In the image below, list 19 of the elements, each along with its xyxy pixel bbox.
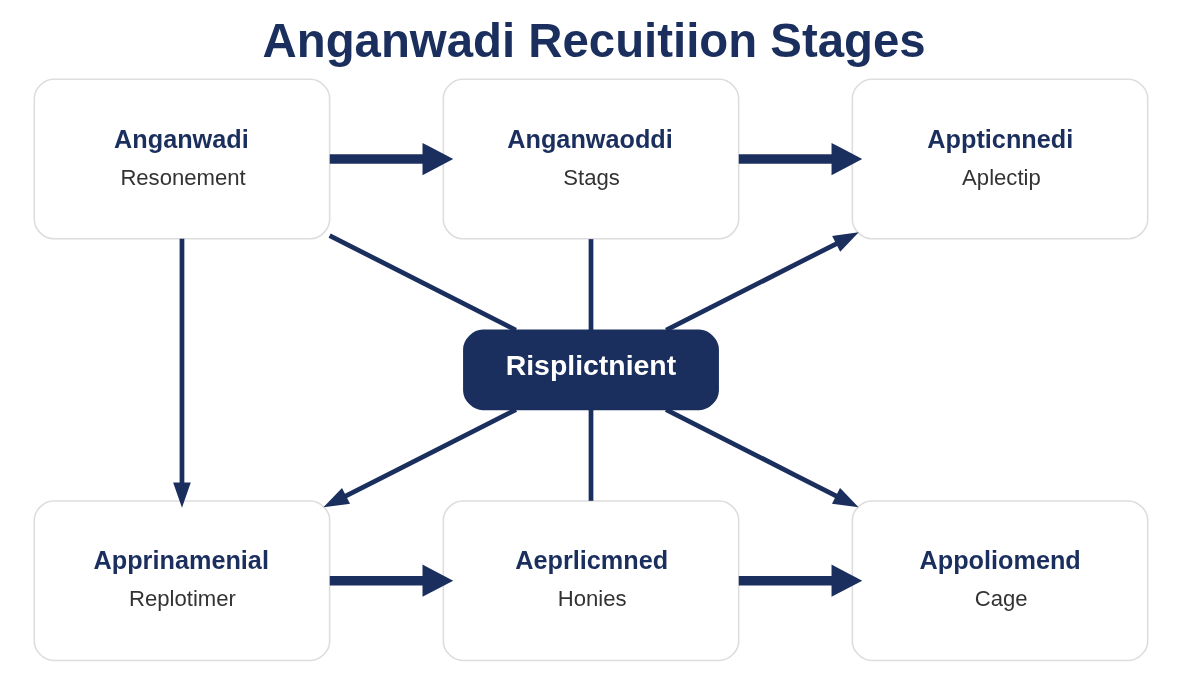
arrow — [738, 142, 862, 176]
arrow — [329, 142, 453, 176]
arrow — [664, 407, 859, 508]
arrow — [172, 238, 191, 508]
diagram-title: Anganwadi Recuitiion Stages — [262, 14, 926, 68]
connector — [588, 409, 593, 501]
node-box: Appoliomend Cage — [851, 500, 1148, 662]
arrow — [329, 564, 453, 597]
connector — [328, 233, 517, 333]
node-box: Apprinamenial Replotimer — [33, 500, 330, 662]
arrow — [738, 564, 862, 597]
node-box: Appticnnedi Aplectip — [851, 78, 1148, 240]
connector — [588, 239, 593, 331]
arrow — [322, 407, 517, 508]
node-box: Aeprlicmned Honies — [442, 500, 739, 662]
arrow — [664, 232, 859, 333]
node-box: Anganwadi Resonement — [33, 78, 330, 240]
node-box: Anganwaoddi Stags — [442, 78, 739, 240]
node-box: Risplictnient — [462, 329, 719, 411]
